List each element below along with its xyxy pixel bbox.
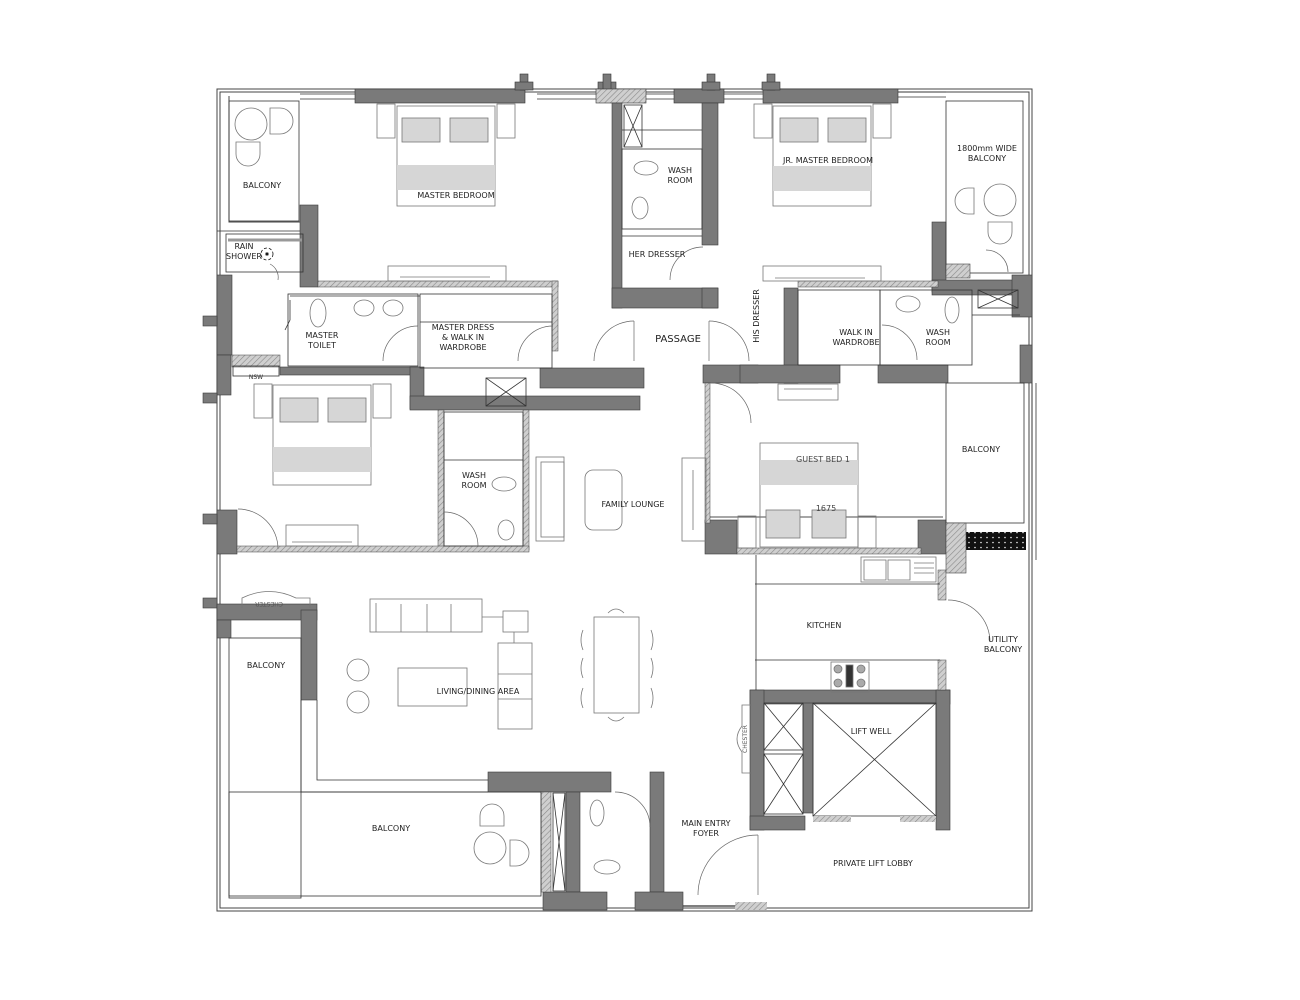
label-rain-shower: RAIN SHOWER (226, 242, 262, 261)
top-windows (300, 91, 946, 100)
guest-bed-2 (272, 384, 372, 486)
label-chester-foyer: CHESTER (742, 725, 749, 753)
label-balcony-e: BALCONY (961, 445, 1001, 454)
label-balcony-w: BALCONY (246, 661, 286, 670)
label-lift-well: LIFT WELL (850, 727, 892, 736)
label-living-dining: LIVING/DINING AREA (436, 687, 520, 696)
label-passage: PASSAGE (655, 334, 701, 345)
label-kitchen: KITCHEN (806, 621, 842, 630)
label-family-lounge: FAMILY LOUNGE (601, 500, 665, 509)
label-private-lift-lobby: PRIVATE LIFT LOBBY (833, 859, 913, 868)
duct-e (945, 522, 967, 574)
balcony-planter-e (966, 532, 1026, 550)
label-balcony-sw: BALCONY (371, 824, 411, 833)
label-nsw: NSW (248, 374, 264, 381)
label-main-entry-foyer: MAIN ENTRY FOYER (681, 819, 731, 838)
label-guest-bed-1: GUEST BED 1 (796, 455, 850, 464)
guest-bed-1 (759, 442, 859, 548)
label-walk-in-wardrobe: WALK IN WARDROBE (832, 328, 880, 347)
label-master-dress: MASTER DRESS & WALK IN WARDROBE (431, 323, 495, 352)
label-dimension-guest-bed: 1675 (815, 504, 837, 513)
label-her-dresser: HER DRESSER (628, 250, 686, 259)
lift-door-right (900, 816, 936, 822)
label-chester-living: CHESTER (255, 600, 283, 607)
label-master-toilet: MASTER TOILET (305, 331, 339, 350)
label-balcony-nw: BALCONY (242, 181, 282, 190)
jr-master-bed (772, 105, 872, 207)
label-wash-room-2: WASH ROOM (925, 328, 951, 347)
entry-door-sill (735, 902, 767, 910)
duct-ne (945, 263, 971, 279)
lift-door-left (813, 816, 851, 822)
furniture (234, 103, 1017, 875)
master-bed (396, 105, 496, 207)
top-duct-hatch (595, 88, 647, 104)
label-balcony-ne: 1800mm WIDE BALCONY (957, 144, 1017, 163)
doors (237, 246, 1009, 896)
label-master-bedroom: MASTER BEDROOM (417, 191, 495, 200)
label-wash-room-3: WASH ROOM (461, 471, 487, 490)
walls (202, 102, 1033, 911)
thin-walls (231, 280, 947, 893)
top-wall (354, 73, 899, 104)
label-utility-balcony: UTILITY BALCONY (983, 635, 1023, 654)
dining-table (593, 616, 640, 714)
label-wash-room-1: WASH ROOM (667, 166, 693, 185)
label-his-dresser: HIS DRESSER (752, 289, 761, 343)
label-jr-master-bedroom: JR. MASTER BEDROOM (783, 156, 873, 165)
